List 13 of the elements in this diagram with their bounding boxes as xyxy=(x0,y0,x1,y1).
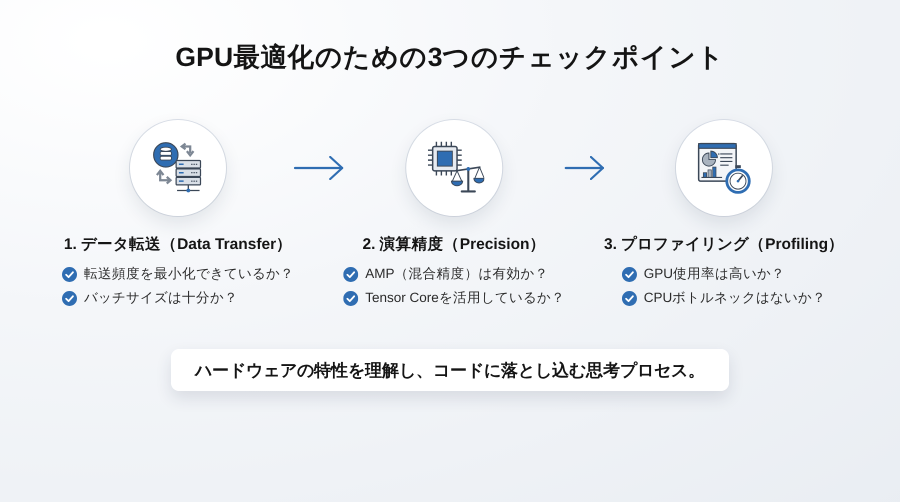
title: GPU最適化のための3つのチェックポイント xyxy=(175,41,725,74)
arrow xyxy=(564,156,604,180)
checklist-item: GPU使用率は高いか？ xyxy=(644,265,785,283)
step-heading: 1. データ転送（Data Transfer） xyxy=(64,235,292,255)
checklist-item: 転送頻度を最小化できているか？ xyxy=(84,265,294,283)
arrow xyxy=(294,156,344,180)
checklist-item: AMP（混合精度）は有効か？ xyxy=(365,265,548,283)
step-heading: 3. プロファイリング（Profiling） xyxy=(604,234,844,255)
checklist-item: CPUボトルネックはないか？ xyxy=(644,289,826,307)
checklist-item: バッチサイズは十分か？ xyxy=(84,289,238,307)
step-heading: 2. 演算精度（Precision） xyxy=(362,234,546,255)
summary-banner: ハードウェアの特性を理解し、コードに落とし込む思考プロセス。 xyxy=(171,349,729,391)
checklist-item: Tensor Coreを活用しているか？ xyxy=(365,289,565,307)
